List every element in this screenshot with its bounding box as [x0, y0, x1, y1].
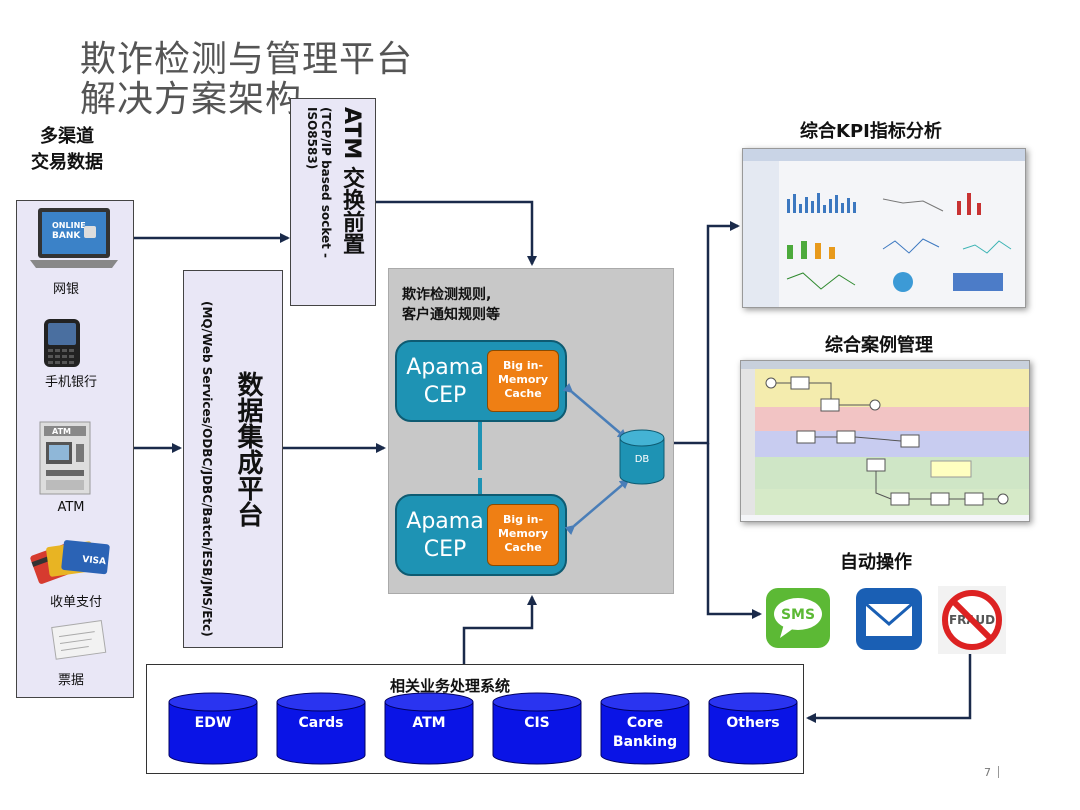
system-cylinder	[708, 692, 798, 765]
rules-line-1: 欺诈检测规则,	[402, 287, 492, 303]
svg-text:BANK: BANK	[52, 231, 81, 241]
arrow-engine-to-kpi	[674, 221, 740, 445]
data-integration-box: 数据集成平台 (MQ/Web Services/ODBC/JDBC/Batch/…	[183, 270, 283, 648]
arrow-atm-switch-to-engine	[376, 200, 537, 266]
atm-switch-box: ATM 交换前置 (TCP/IP based socket - ISO8583)	[290, 98, 376, 306]
rules-line-2: 客户通知规则等	[402, 307, 500, 323]
systems-title: 相关业务处理系统	[390, 677, 511, 695]
kpi-dashboard-graphic	[743, 149, 1025, 307]
data-integration-subtitle: (MQ/Web Services/ODBC/JDBC/Batch/ESB/JMS…	[200, 301, 214, 637]
kpi-dashboard-thumbnail	[742, 148, 1026, 308]
case-title: 综合案例管理	[825, 335, 933, 356]
system-label: EDW	[194, 715, 232, 731]
system-cylinder	[276, 692, 366, 765]
page-number: 7	[984, 766, 991, 779]
channel-label-online-banking: 网银	[52, 282, 79, 297]
system-cylinder	[168, 692, 258, 765]
svg-text:ATM: ATM	[52, 427, 71, 436]
atm-machine-icon: ATM	[39, 421, 91, 495]
sms-icon: SMS	[766, 588, 830, 648]
title-line-2: 解决方案架构	[80, 79, 303, 120]
channel-label-acquiring: 收单支付	[49, 595, 102, 610]
arrow-actions-to-systems	[806, 654, 972, 723]
laptop-icon: ONLINE BANK	[30, 208, 118, 268]
online-bank-text: ONLINE	[52, 221, 86, 230]
kpi-title: 综合KPI指标分析	[800, 121, 942, 142]
channel-label-bills: 票据	[57, 673, 84, 688]
case-management-thumbnail	[740, 360, 1030, 522]
channel-label-atm: ATM	[57, 500, 85, 515]
rules-text: 欺诈检测规则, 客户通知规则等	[402, 285, 500, 325]
system-cylinder	[384, 692, 474, 765]
channel-label-mobile-banking: 手机银行	[44, 375, 97, 390]
svg-text:VISA: VISA	[82, 555, 107, 567]
title-line-1: 欺诈检测与管理平台	[80, 39, 414, 80]
system-label: CIS	[524, 715, 550, 731]
atm-switch-title: ATM 交换前置	[339, 107, 364, 255]
atm-switch-subtitle: (TCP/IP based socket - ISO8583)	[305, 107, 333, 259]
email-icon	[856, 588, 922, 650]
page-number-divider	[998, 766, 999, 778]
system-label: Others	[726, 715, 780, 731]
system-cylinder	[492, 692, 582, 765]
sms-text: SMS	[781, 607, 815, 623]
system-cylinder	[600, 692, 690, 765]
bpmn-process-graphic	[741, 361, 1029, 515]
no-fraud-icon: FRAUD	[938, 586, 1006, 654]
smartphone-icon	[44, 319, 80, 367]
system-label: ATM	[412, 715, 446, 731]
credit-cards-icon: VISA	[30, 540, 110, 584]
page-title: 欺诈检测与管理平台 解决方案架构	[80, 40, 413, 120]
data-integration-title: 数据集成平台	[233, 371, 263, 527]
channels-panel	[16, 200, 134, 698]
receipts-icon	[51, 619, 107, 660]
auto-title: 自动操作	[840, 552, 912, 573]
system-label: Cards	[298, 715, 344, 731]
arrow-systems-to-engine	[462, 595, 537, 664]
sources-title: 多渠道 交易数据	[31, 126, 103, 173]
